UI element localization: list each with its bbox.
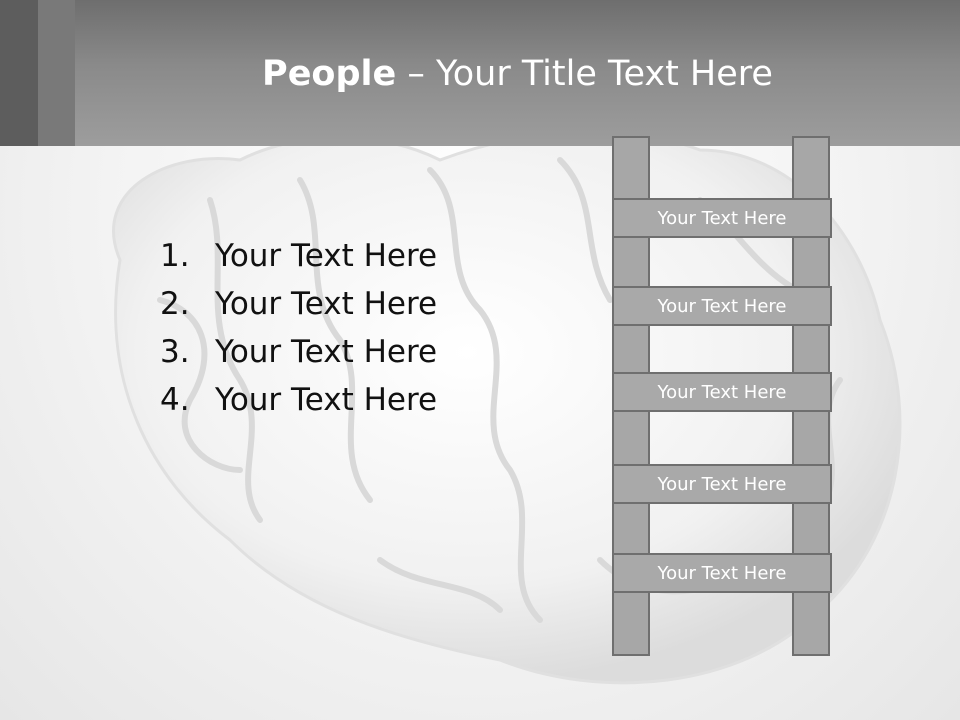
ladder-rung-4: Your Text Here [612,464,832,504]
title-bar: People – Your Title Text Here [0,0,960,146]
header-accent-strip-dark [0,0,38,146]
ladder-rung-5: Your Text Here [612,553,832,593]
slide-title: People – Your Title Text Here [75,50,960,98]
title-bold: People [262,54,397,94]
list-text: Your Text Here [215,286,438,322]
list-item: 1. Your Text Here [160,232,437,280]
ladder-rung-1: Your Text Here [612,198,832,238]
list-text: Your Text Here [215,334,438,370]
ladder-rung-3: Your Text Here [612,372,832,412]
list-item: 3. Your Text Here [160,328,437,376]
ladder-rung-2: Your Text Here [612,286,832,326]
numbered-list: 1. Your Text Here 2. Your Text Here 3. Your… [160,232,437,424]
list-number: 1. [160,238,190,274]
list-text: Your Text Here [215,382,438,418]
header-accent-strip [38,0,75,146]
list-item: 2. Your Text Here [160,280,437,328]
list-item: 4. Your Text Here [160,376,437,424]
list-number: 2. [160,286,190,322]
list-text: Your Text Here [215,238,438,274]
title-rest: – Your Title Text Here [396,54,773,94]
list-number: 4. [160,382,190,418]
list-number: 3. [160,334,190,370]
